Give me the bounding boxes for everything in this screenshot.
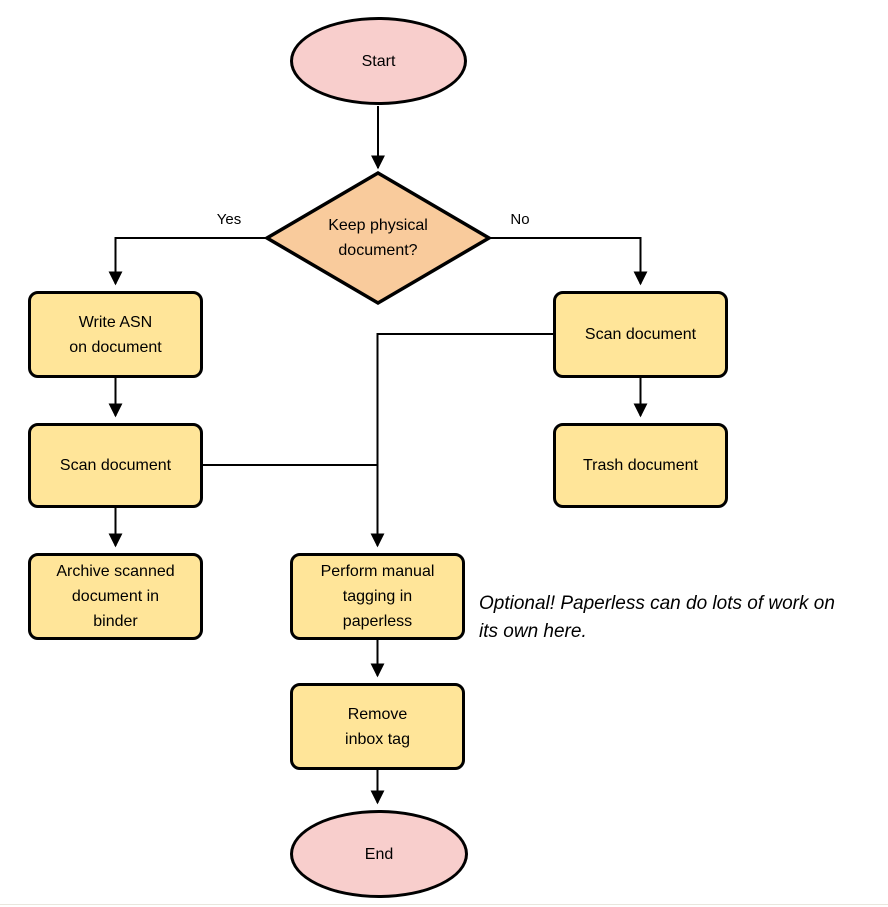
edge-label-no: No [510,211,530,228]
decision-node-label: Keep physical document? [328,217,428,259]
write-asn-node: Write ASN on document [28,291,203,378]
bottom-edge-line [0,904,888,905]
edge-scan-right-to-tagging [370,333,553,548]
optional-note: Optional! Paperless can do lots of work … [479,593,835,642]
end-node: End [290,810,468,898]
archive-document-node: Archive scanned document in binder [28,553,203,640]
start-node: Start [290,17,467,105]
scan-document-right-node: Scan document [553,291,728,378]
manual-tagging-node: Perform manual tagging in paperless [290,553,465,640]
decision-node-shape [263,170,493,306]
scan-document-left-node: Scan document [28,423,203,508]
edge-decision-no-to-scan-right [489,237,648,286]
remove-inbox-tag-node: Remove inbox tag [290,683,465,770]
trash-document-node: Trash document [553,423,728,508]
edge-decision-yes-to-write-asn [108,237,267,286]
edge-label-yes: Yes [216,211,242,228]
